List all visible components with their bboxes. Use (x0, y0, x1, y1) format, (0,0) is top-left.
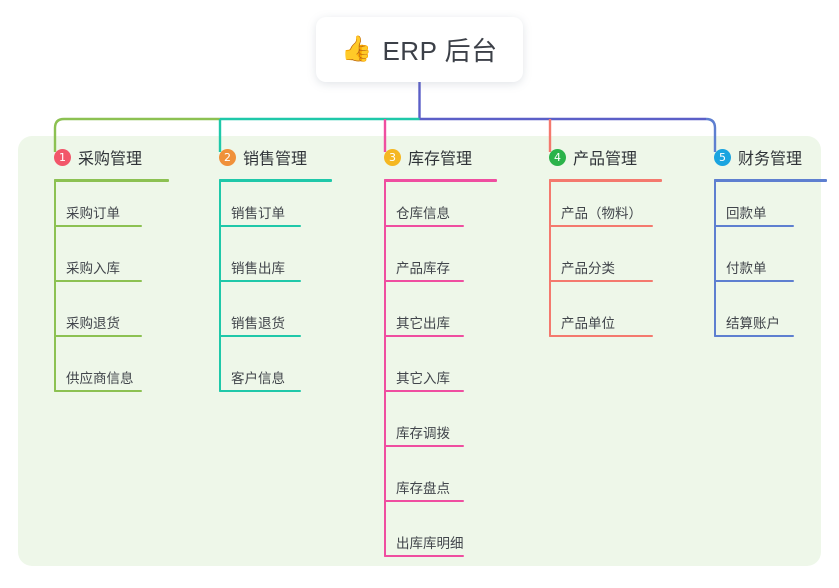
branch-spine (219, 179, 221, 392)
branch-item-label: 出库库明细 (396, 536, 464, 551)
branch-item-underline (384, 555, 464, 557)
branch-item-underline (219, 225, 301, 227)
branch-header-underline (54, 179, 169, 182)
branch-header-label: 库存管理 (408, 151, 473, 168)
root-node-erp[interactable]: 👍 ERP 后台 (316, 17, 523, 82)
branch-item-label: 销售出库 (231, 261, 285, 276)
thumbs-up-icon: 👍 (341, 35, 373, 63)
branch-item-label: 产品分类 (561, 261, 615, 276)
branch-item-label: 其它入库 (396, 371, 450, 386)
branch-item-underline (549, 225, 653, 227)
branch-column-4: 4 产品管理产品（物料） 产品分类产品单位 (527, 146, 662, 337)
branch-item-underline (384, 335, 464, 337)
branch-column-5: 5 财务管理回款单付款单结算账户 (692, 146, 827, 337)
branch-item-underline (219, 335, 301, 337)
branch-item-underline (384, 280, 464, 282)
branch-item-underline (219, 280, 301, 282)
root-node-label: ERP 后台 (382, 36, 498, 66)
branch-header-label: 销售管理 (243, 151, 308, 168)
branch-item-label: 采购订单 (66, 206, 120, 221)
branch-item-underline (384, 445, 464, 447)
branch-column-2: 2 销售管理销售订单销售出库销售退货客户信息 (197, 146, 332, 392)
branch-item-underline (714, 335, 794, 337)
branch-item-underline (54, 280, 142, 282)
branch-header-underline (549, 179, 662, 182)
branch-item-label: 客户信息 (231, 371, 285, 386)
branch-item-underline (714, 225, 794, 227)
diagram-panel (18, 136, 821, 566)
branch-header-2[interactable]: 2 销售管理 (197, 146, 307, 168)
branch-spine (549, 179, 551, 337)
branch-spine (54, 179, 56, 392)
branch-item-label: 库存盘点 (396, 481, 450, 496)
branch-item-label: 结算账户 (726, 316, 780, 331)
branch-header-underline (219, 179, 332, 182)
branch-item-label: 销售退货 (231, 316, 285, 331)
branch-spine (714, 179, 716, 337)
branch-column-3: 3 库存管理仓库信息产品库存其它出库其它入库库存调拨库存盘点出库库明细 (362, 146, 497, 557)
branch-item-underline (219, 390, 301, 392)
branch-item-label: 回款单 (726, 206, 767, 221)
branch-item-underline (549, 280, 653, 282)
branch-item-label: 供应商信息 (66, 371, 134, 386)
branch-item-label: 其它出库 (396, 316, 450, 331)
branch-item-underline (54, 335, 142, 337)
connector-bus-1 (53, 117, 220, 129)
branch-number-badge: 4 (549, 148, 566, 166)
branch-header-underline (714, 179, 827, 182)
branch-item-label: 仓库信息 (396, 206, 450, 221)
branch-header-underline (384, 179, 497, 182)
branch-item-underline (54, 390, 142, 392)
branch-item-label: 采购退货 (66, 316, 120, 331)
branch-header-label: 产品管理 (573, 151, 638, 168)
branch-item-label: 采购入库 (66, 261, 120, 276)
branch-number-badge: 1 (54, 148, 71, 166)
branch-header-3[interactable]: 3 库存管理 (362, 146, 472, 168)
branch-header-label: 采购管理 (78, 151, 143, 168)
branch-item-underline (714, 280, 794, 282)
branch-number-badge: 3 (384, 148, 401, 166)
branch-number-badge: 5 (714, 148, 731, 166)
branch-column-1: 1 采购管理采购订单采购入库采购退货供应商信息 (32, 146, 169, 392)
branch-item-label: 产品（物料） (561, 206, 642, 221)
branch-item-underline (549, 335, 653, 337)
branch-item-underline (384, 500, 464, 502)
branch-header-5[interactable]: 5 财务管理 (692, 146, 802, 168)
branch-item-label: 产品库存 (396, 261, 450, 276)
branch-header-label: 财务管理 (738, 151, 803, 168)
branch-item-label: 产品单位 (561, 316, 615, 331)
branch-number-badge: 2 (219, 148, 236, 166)
branch-item-underline (384, 390, 464, 392)
connector-drop-1 (53, 128, 57, 152)
branch-item-label: 销售订单 (231, 206, 285, 221)
branch-spine (384, 179, 386, 557)
branch-item-label: 付款单 (726, 261, 767, 276)
connector-drop-5 (705, 117, 717, 152)
branch-header-4[interactable]: 4 产品管理 (527, 146, 637, 168)
branch-item-label: 库存调拨 (396, 426, 450, 441)
branch-item-underline (384, 225, 464, 227)
branch-header-1[interactable]: 1 采购管理 (32, 146, 142, 168)
branch-item-underline (54, 225, 142, 227)
